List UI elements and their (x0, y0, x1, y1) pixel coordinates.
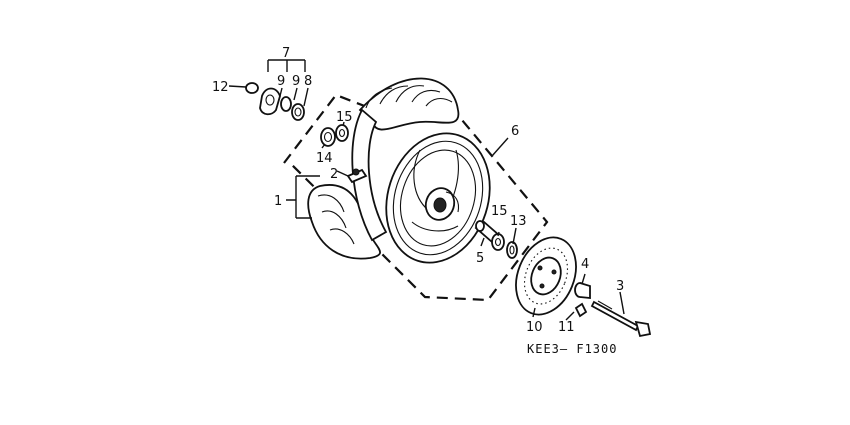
callout-9-left: 9 (277, 74, 285, 89)
callout-7: 7 (282, 46, 290, 61)
diagram-code: KEE3— F1300 (527, 342, 617, 356)
callout-15-right: 15 (491, 204, 508, 219)
wheel-rim-part (385, 132, 491, 264)
callout-3: 3 (616, 279, 624, 294)
gear-box-part (245, 82, 305, 121)
callout-5: 5 (476, 251, 484, 266)
callout-4: 4 (581, 257, 589, 272)
tire-part (307, 77, 460, 260)
callout-6: 6 (511, 124, 519, 139)
axle-part (590, 300, 652, 338)
callout-15-left: 15 (336, 110, 353, 125)
callout-9-right: 9 (292, 74, 300, 89)
oil-seal-part (506, 241, 518, 259)
callout-8: 8 (304, 74, 312, 89)
callout-10: 10 (526, 320, 543, 335)
callout-2: 2 (330, 167, 338, 182)
collar-part (574, 282, 591, 299)
leader-lines (228, 59, 625, 321)
valve-part (346, 168, 368, 184)
brake-disc-part (515, 236, 577, 316)
assembly-dashed-outline (283, 93, 549, 302)
callout-11: 11 (558, 320, 575, 335)
callouts: 7 12 9 9 8 15 14 2 1 6 15 13 5 4 3 10 11 (212, 46, 624, 335)
callout-14: 14 (316, 151, 333, 166)
callout-12: 12 (212, 80, 229, 95)
bearing-right-part (491, 233, 505, 251)
callout-13: 13 (510, 214, 527, 229)
bearing-left-part (320, 124, 349, 147)
callout-1: 1 (274, 194, 282, 209)
disc-bolt-part (574, 302, 588, 318)
